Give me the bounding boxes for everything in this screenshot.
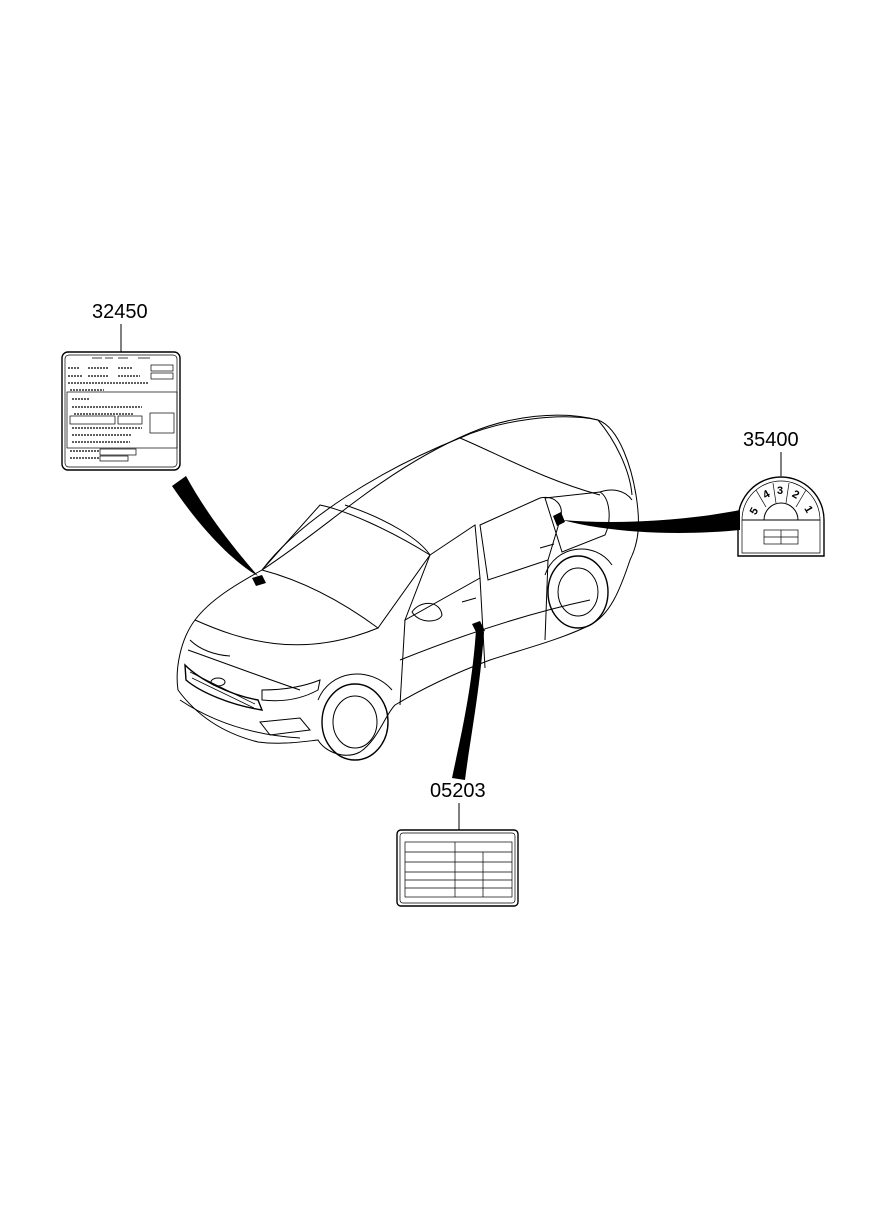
gauge-digit-2: 2: [790, 488, 801, 501]
callout-05203: 05203: [396, 780, 519, 907]
gauge-digit-1: 1: [801, 504, 814, 515]
gauge-digit-4: 4: [761, 488, 773, 502]
tire-info-label-05203: [396, 829, 519, 907]
gauge-digit-3: 3: [777, 485, 783, 497]
part-number-35400: 35400: [743, 429, 799, 451]
leader-35400: [562, 510, 740, 533]
car-illustration: [176, 414, 639, 761]
gauge-digit-5: 5: [748, 506, 761, 517]
part-number-32450: 32450: [92, 301, 148, 323]
fuel-door-label-mark: [553, 512, 565, 526]
leader-32450: [172, 476, 258, 576]
callout-32450: 32450: [61, 301, 181, 471]
emission-label-32450: [61, 351, 181, 471]
callout-35400: 35400 5 4 3 2 1: [737, 429, 825, 557]
leader-05203: [452, 630, 484, 780]
part-number-05203: 05203: [430, 780, 486, 802]
gauge-label-35400: 5 4 3 2 1: [737, 476, 825, 557]
hood-label-mark: [252, 575, 266, 586]
door-pillar-label-mark: [472, 621, 485, 634]
